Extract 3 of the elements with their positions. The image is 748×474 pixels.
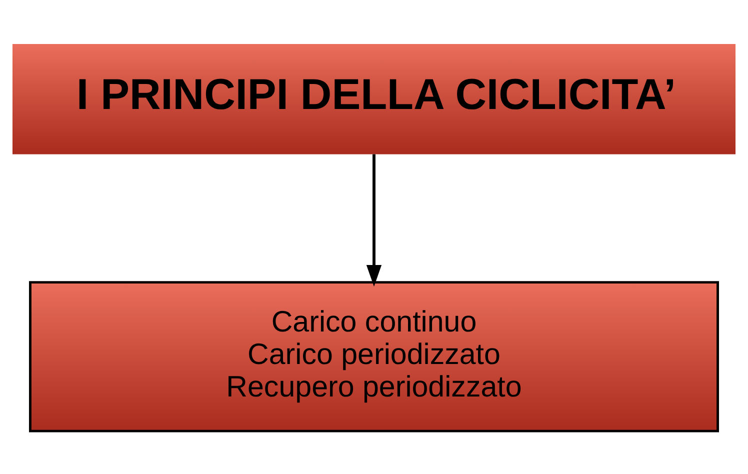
- node-box: I PRINCIPI DELLA CICLICITA’: [12, 43, 736, 154]
- node-box: Carico continuo Carico periodizzato Recupero periodizzato: [28, 280, 720, 432]
- arrow: [366, 154, 382, 286]
